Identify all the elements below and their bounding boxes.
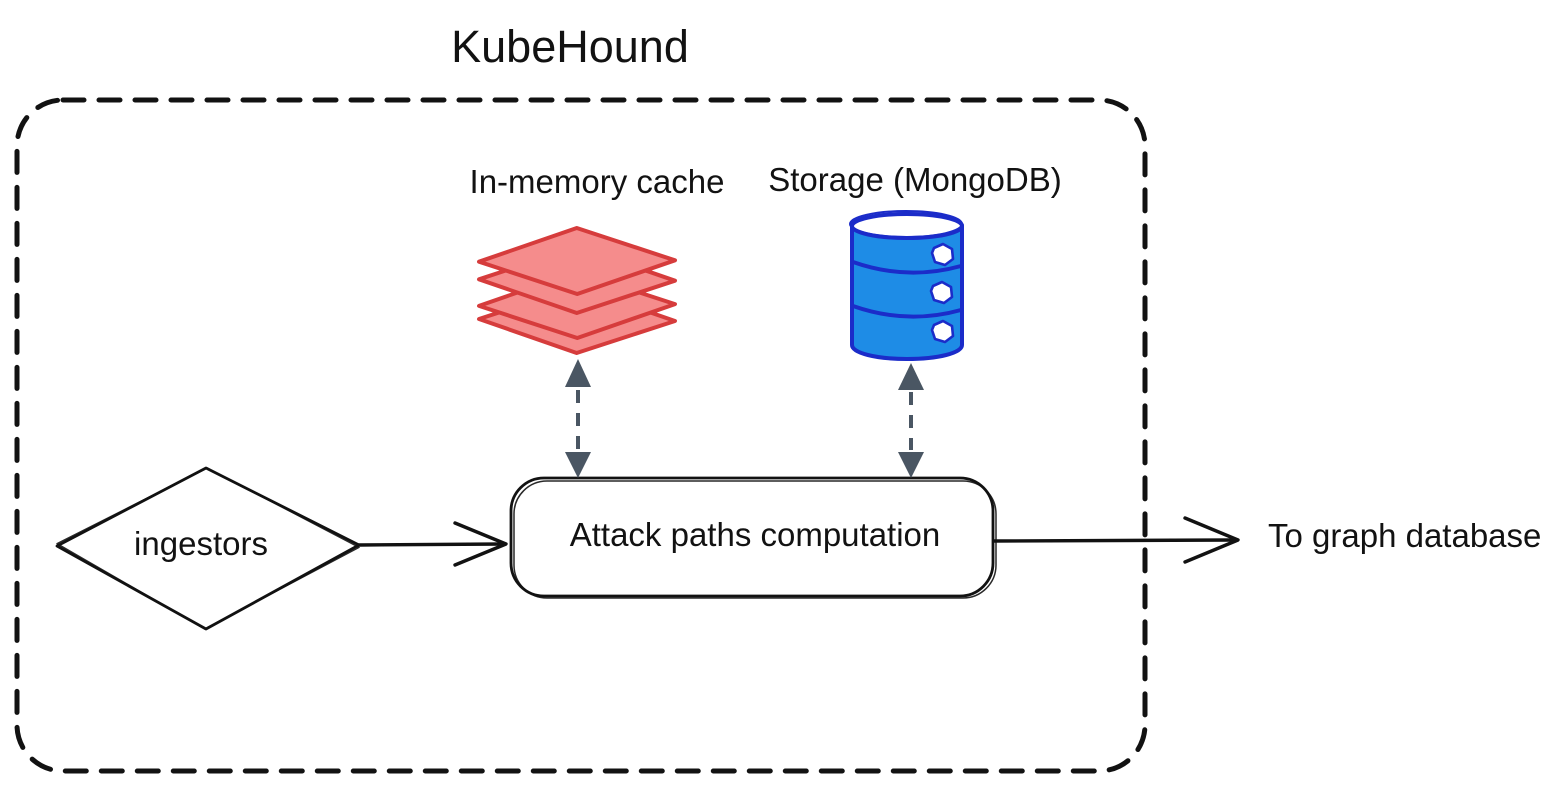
arrowhead-down-icon <box>898 452 924 478</box>
computation-to-graphdb-arrow <box>991 516 1240 564</box>
ingestors-shape <box>55 466 361 631</box>
diagram-title: KubeHound <box>451 21 689 72</box>
storage-sync-arrow <box>898 363 924 478</box>
computation-box <box>509 476 997 599</box>
computation-label: Attack paths computation <box>569 516 941 553</box>
ingestors-to-computation-arrow <box>357 521 508 567</box>
arrowhead-up-icon <box>898 363 924 390</box>
kubehound-boundary-box <box>14 97 1148 774</box>
graph-database-label: To graph database <box>1268 517 1542 554</box>
database-cylinder-icon <box>849 210 964 361</box>
cache-label: In-memory cache <box>469 163 725 200</box>
storage-label: Storage (MongoDB) <box>768 161 1062 198</box>
ingestors-label: ingestors <box>134 525 268 562</box>
cache-sync-arrow <box>565 359 591 478</box>
arrowhead-icon <box>453 521 508 567</box>
arrowhead-down-icon <box>565 452 591 478</box>
arrowhead-up-icon <box>565 359 591 387</box>
layer-stack-icon <box>477 226 677 355</box>
arrowhead-icon <box>1183 516 1240 564</box>
